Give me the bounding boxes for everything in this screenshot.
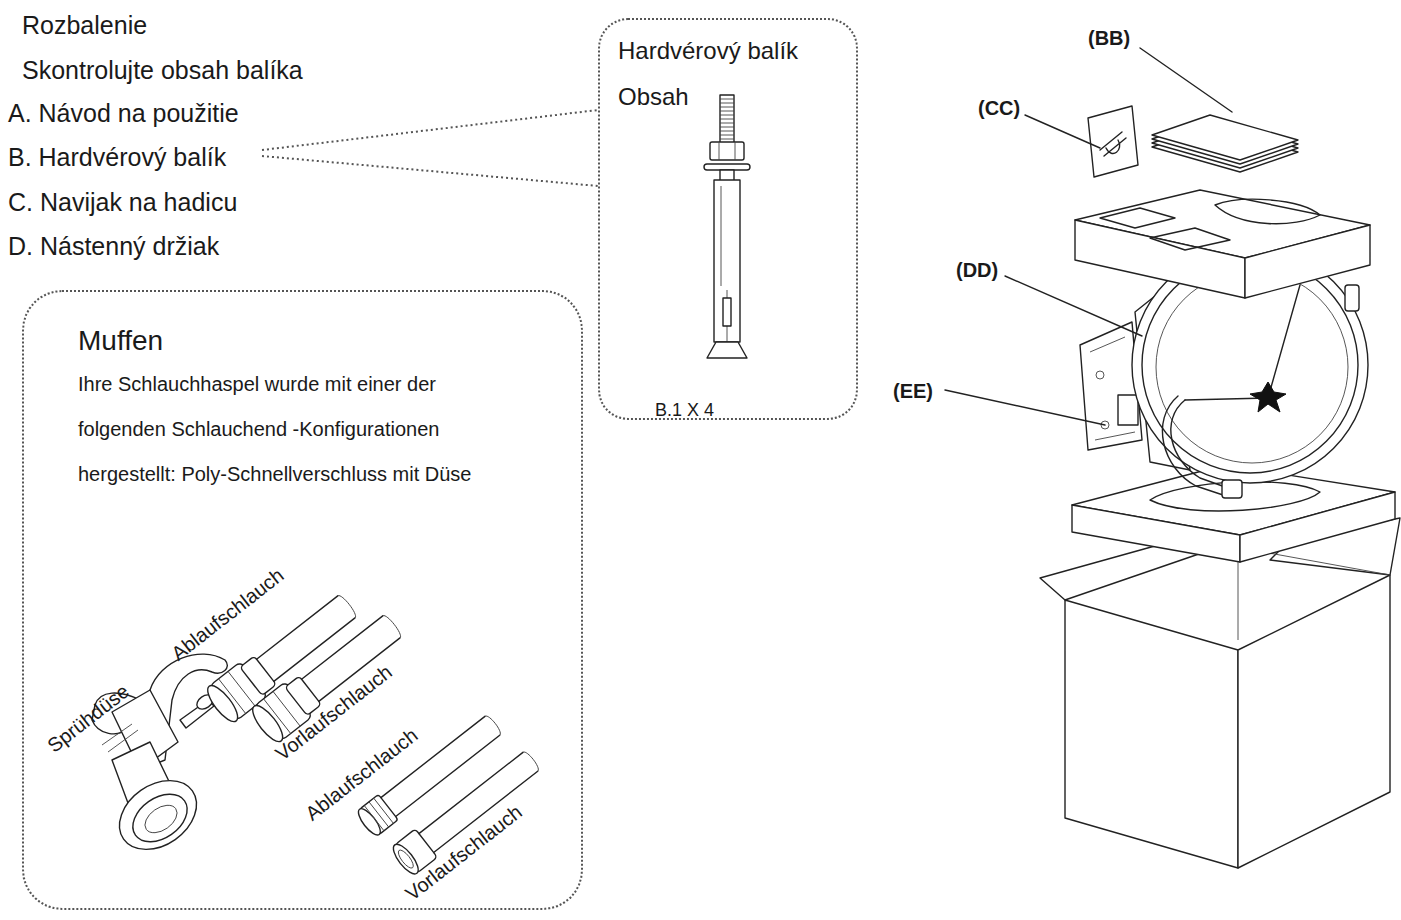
hose-fitting xyxy=(364,798,393,831)
hose-reel xyxy=(1222,480,1242,498)
carton-box xyxy=(1040,518,1400,868)
hose-coupler xyxy=(383,614,403,638)
hose-reel xyxy=(1185,285,1300,400)
hose-fitting xyxy=(523,750,541,771)
list-item: B. Hardvérový balík xyxy=(8,142,226,172)
anchor-bolt xyxy=(720,95,734,145)
quantity-label: B.1 X 4 xyxy=(655,400,714,422)
callout-label: (BB) xyxy=(1088,26,1130,50)
spray-nozzle xyxy=(124,784,196,851)
box-subheading: Obsah xyxy=(618,83,689,112)
spray-nozzle xyxy=(102,724,138,752)
hose-reel xyxy=(1156,271,1348,463)
wall-bracket xyxy=(1096,371,1104,379)
anchor-bolt xyxy=(704,95,750,358)
section-heading: Rozbalenie xyxy=(22,10,147,40)
top-foam-insert xyxy=(1215,199,1320,223)
bottom-foam-insert xyxy=(1240,492,1395,562)
hardware-bag xyxy=(1100,132,1126,156)
hose-reel xyxy=(1162,396,1226,496)
anchor-bolt xyxy=(704,164,750,170)
list-item: D. Nástenný držiak xyxy=(8,231,219,261)
top-foam-insert xyxy=(1245,225,1370,298)
box-heading: Hardvérový balík xyxy=(618,37,798,66)
body-text: Ihre Schlauchhaspel wurde mit einer der … xyxy=(78,362,503,497)
carton-box xyxy=(1065,600,1238,868)
list-item: C. Navijak na hadicu xyxy=(8,187,237,217)
hardware-package-box: Hardvérový balíkObsahB.1 X 4 xyxy=(598,18,858,420)
hose-reel xyxy=(1250,382,1286,412)
hardware-bag xyxy=(1088,106,1138,177)
hose-coupler xyxy=(338,594,358,618)
part-label: Vorlaufschlauch xyxy=(401,800,527,906)
list-item: A. Návod na použitie xyxy=(8,98,239,128)
callout-label: (EE) xyxy=(893,379,933,403)
box-heading: Muffen xyxy=(78,324,163,358)
callout-leader xyxy=(1025,115,1100,148)
callout-leader xyxy=(1005,276,1142,336)
bottom-foam-insert xyxy=(1072,465,1395,562)
manual-stack xyxy=(1152,115,1298,160)
wall-bracket xyxy=(1080,322,1142,450)
anchor-bolt xyxy=(714,180,740,342)
callout-leader xyxy=(945,390,1105,425)
hose-coupler xyxy=(203,681,243,726)
leader-line xyxy=(262,156,598,186)
instruction-text: Skontrolujte obsah balíka xyxy=(22,55,303,85)
leader-line xyxy=(262,110,598,186)
callout-leader xyxy=(945,48,1232,425)
anchor-bolt xyxy=(720,99,734,139)
wall-bracket xyxy=(1080,322,1142,450)
carton-box xyxy=(1238,575,1390,868)
fittings-info-box: MuffenIhre Schlauchhaspel wurde mit eine… xyxy=(22,290,583,910)
hose-fitting xyxy=(396,848,416,870)
callout-label: (CC) xyxy=(978,96,1020,120)
callout-label: (DD) xyxy=(956,258,998,282)
top-foam-insert xyxy=(1150,228,1230,250)
hose-fitting xyxy=(485,714,503,735)
anchor-bolt xyxy=(710,142,744,160)
part-label: Ablaufschlauch xyxy=(167,563,289,665)
hose-coupler xyxy=(219,671,256,713)
anchor-bolt xyxy=(719,142,735,160)
spray-nozzle xyxy=(140,800,182,839)
spray-nozzle xyxy=(106,766,209,863)
leader-line xyxy=(262,110,598,150)
hose-reel xyxy=(1345,285,1359,311)
callout-leader xyxy=(1140,48,1232,112)
anchor-bolt xyxy=(707,342,747,358)
hose-coupler xyxy=(240,656,276,695)
anchor-bolt xyxy=(723,298,731,326)
part-label: Sprühdüse xyxy=(43,679,134,757)
hose-fitting xyxy=(355,806,384,839)
top-foam-insert xyxy=(1075,220,1245,298)
top-foam-insert xyxy=(1075,190,1370,298)
bottom-foam-insert xyxy=(1072,505,1240,562)
hardware-bag xyxy=(1088,106,1138,177)
hose-coupler xyxy=(257,596,355,681)
wall-bracket xyxy=(1118,395,1138,425)
hose-reel xyxy=(1171,400,1228,488)
manual-stack xyxy=(1152,115,1298,172)
top-foam-insert xyxy=(1100,208,1175,228)
